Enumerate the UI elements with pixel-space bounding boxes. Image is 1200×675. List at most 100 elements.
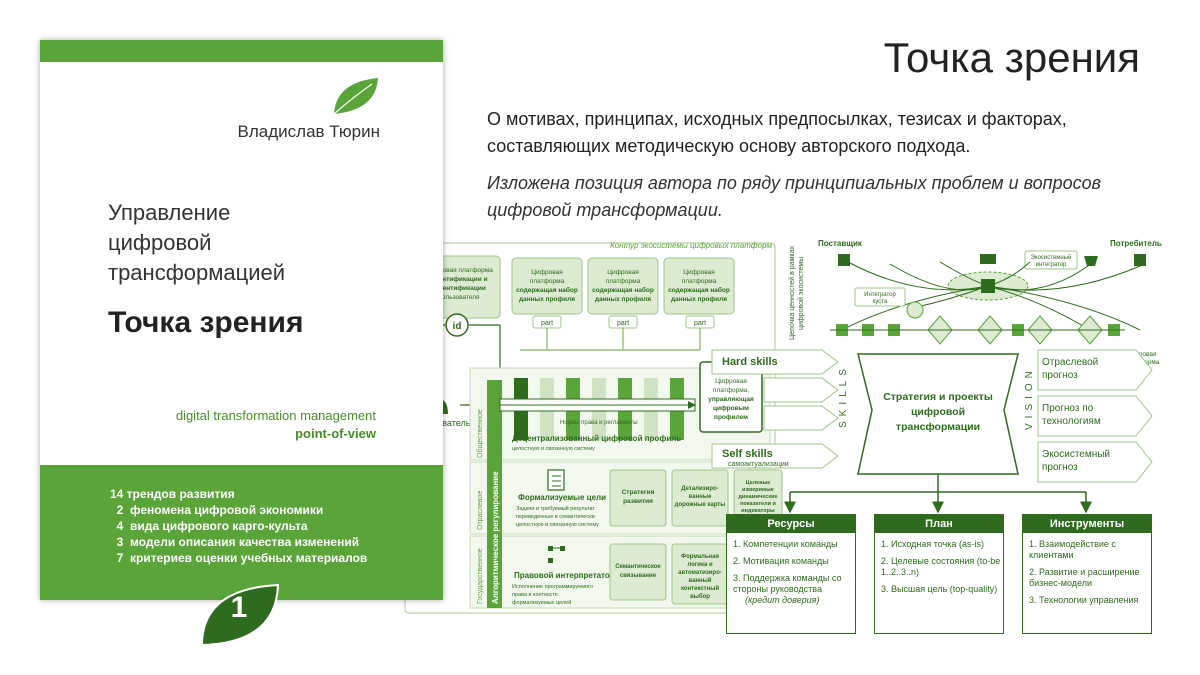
svg-text:дорожные карты: дорожные карты (675, 502, 726, 508)
cart-icon (1084, 256, 1098, 266)
svg-text:содержащая набор: содержащая набор (668, 286, 730, 294)
strategy-box-label: Стратегия и проекты цифровой трансформац… (883, 391, 993, 433)
svg-text:Поставщик: Поставщик (818, 239, 863, 248)
svg-text:Детализиро-: Детализиро- (681, 486, 718, 492)
subtitle-line: цифровой (108, 230, 212, 255)
resource-item: 2. Мотивация команды (733, 556, 829, 566)
svg-text:данных профиля: данных профиля (519, 296, 575, 303)
svg-text:куста: куста (873, 299, 888, 305)
svg-text:аутентификации: аутентификации (432, 285, 486, 292)
svg-text:SKILLS: SKILLS (838, 364, 849, 428)
resource-note: (кредит доверия) (745, 595, 820, 605)
svg-text:платформа: платформа (682, 278, 717, 285)
flow-icon (548, 546, 565, 563)
subtitle-line: Управление (108, 200, 231, 225)
cover-bottom-band: 14 трендов развития 2 феномена цифровой … (40, 465, 443, 600)
tools-title: Инструменты (1023, 515, 1151, 533)
svg-text:идентификации и: идентификации и (430, 276, 487, 283)
svg-text:целостную и связанную систему: целостную и связанную систему (512, 446, 595, 452)
forecast-tech: Прогноз по технологиям (1042, 403, 1101, 427)
contour-label: Контур экосистемы цифровых платформ (610, 241, 772, 250)
tools-item: 1. Взаимодействие с клиентами (1029, 539, 1116, 560)
tools-item: 2. Развитие и расширение бизнес-модели (1029, 567, 1140, 588)
svg-text:Правовой интерпретатор: Правовой интерпретатор (514, 571, 615, 580)
svg-text:выбор: выбор (690, 593, 710, 600)
forecast-ecosystem: Экосистемный прогноз (1042, 449, 1111, 473)
svg-text:Экосистемный: Экосистемный (1031, 254, 1072, 261)
svg-text:part: part (541, 320, 553, 327)
svg-text:VISION: VISION (1024, 366, 1035, 430)
svg-text:динамические: динамические (738, 494, 777, 500)
svg-text:профилем: профилем (714, 414, 748, 421)
truck-icon (980, 254, 996, 264)
plan-item: 3. Высшая цель (top-quality) (881, 584, 998, 594)
svg-text:автоматизиро-: автоматизиро- (678, 570, 722, 576)
svg-text:платформа: платформа (530, 278, 565, 285)
author-name: Владислав Тюрин (237, 122, 380, 141)
page-heading: Точка зрения (883, 34, 1140, 81)
svg-text:содержащая набор: содержащая набор (516, 286, 578, 294)
trend-line: 4 вида цифрового карго-культа (110, 519, 308, 533)
svg-text:данных профиля: данных профиля (595, 296, 651, 303)
svg-text:id: id (453, 321, 462, 332)
svg-text:связывание: связывание (620, 573, 657, 579)
badge-leaf-icon (200, 583, 280, 647)
plan-item: 2. Целевые состояния (to-be 1..2..3..n) (881, 556, 1001, 577)
svg-text:part: part (694, 320, 706, 327)
cover-top-band (40, 40, 443, 62)
tools-card: Инструменты 1. Взаимодействие с клиентам… (1022, 514, 1152, 634)
volume-badge: 1 (196, 583, 282, 647)
svg-text:управляющая: управляющая (708, 396, 754, 403)
svg-text:цифровым: цифровым (713, 405, 749, 412)
svg-text:развития: развития (623, 498, 653, 505)
svg-text:Цифровая: Цифровая (607, 269, 639, 276)
svg-text:Целевые: Целевые (746, 480, 771, 486)
svg-text:Государственное: Государственное (477, 548, 484, 604)
svg-text:Формальная: Формальная (681, 554, 720, 560)
resources-card: Ресурсы 1. Компетенции команды 2. Мотива… (726, 514, 856, 634)
checklist-icon (547, 469, 565, 491)
resources-title: Ресурсы (727, 515, 855, 533)
svg-text:платформа: платформа (606, 278, 641, 285)
svg-text:Отраслевое: Отраслевое (477, 491, 484, 530)
svg-text:Задачи и требуемый результат: Задачи и требуемый результат (516, 505, 595, 512)
svg-text:целостную и связанную систему: целостную и связанную систему (516, 522, 599, 528)
description-italic: Изложена позиция автора по ряду принципи… (487, 173, 1101, 220)
svg-text:Цифровая: Цифровая (715, 378, 747, 385)
svg-text:Цифровая: Цифровая (531, 269, 563, 276)
book-title: Точка зрения (108, 306, 304, 339)
svg-text:Децентрализованный цифровой пр: Децентрализованный цифровой профиль (512, 434, 681, 443)
svg-text:индикаторы: индикаторы (741, 508, 775, 514)
svg-text:Стратегия: Стратегия (622, 489, 655, 496)
trend-line: 14 трендов развития (110, 487, 235, 501)
svg-text:Hard skills: Hard skills (722, 356, 778, 368)
resource-item: 1. Компетенции команды (733, 539, 838, 549)
svg-text:Self skills: Self skills (722, 448, 773, 460)
svg-text:контекстный: контекстный (681, 585, 719, 592)
svg-text:самоактуализации: самоактуализации (728, 461, 789, 468)
book-tagline-bold: point-of-view (295, 426, 376, 441)
trend-line: 2 феномена цифровой экономики (110, 503, 324, 517)
svg-text:содержащая набор: содержащая набор (592, 286, 654, 294)
svg-text:права в контексте: права в контексте (512, 592, 558, 598)
svg-text:Формализуемые цели: Формализуемые цели (518, 493, 606, 502)
book-cover: Владислав Тюрин Управление цифровой тран… (40, 40, 443, 600)
trend-line: 3 модели описания качества изменений (110, 535, 360, 549)
svg-text:Цифровая: Цифровая (683, 269, 715, 276)
profile-platforms: Цифровая платформа содержащая набор данн… (511, 257, 735, 315)
svg-text:Алгоритмическое регулирование: Алгоритмическое регулирование (491, 471, 500, 604)
svg-text:цифровой экосистемы: цифровой экосистемы (797, 257, 805, 330)
svg-text:part: part (617, 320, 629, 327)
plan-item: 1. Исходная точка (as-is) (881, 539, 984, 549)
svg-text:Семантическое: Семантическое (615, 564, 661, 570)
svg-text:Цифровая: Цифровая (1125, 351, 1157, 358)
chain-nodes (836, 301, 1120, 345)
forecast-industry: Отраслевой прогноз (1042, 357, 1099, 381)
svg-text:Нормы права и регламенты: Нормы права и регламенты (560, 420, 638, 426)
svg-text:пользователя: пользователя (438, 294, 480, 301)
svg-text:Цепочка ценностей в рамках: Цепочка ценностей в рамках (788, 246, 796, 340)
description: О мотивах, принципах, исходных предпосыл… (487, 109, 1067, 156)
trend-line: 7 критериев оценки учебных материалов (110, 551, 368, 565)
plan-card: План 1. Исходная точка (as-is) 2. Целевы… (874, 514, 1004, 634)
